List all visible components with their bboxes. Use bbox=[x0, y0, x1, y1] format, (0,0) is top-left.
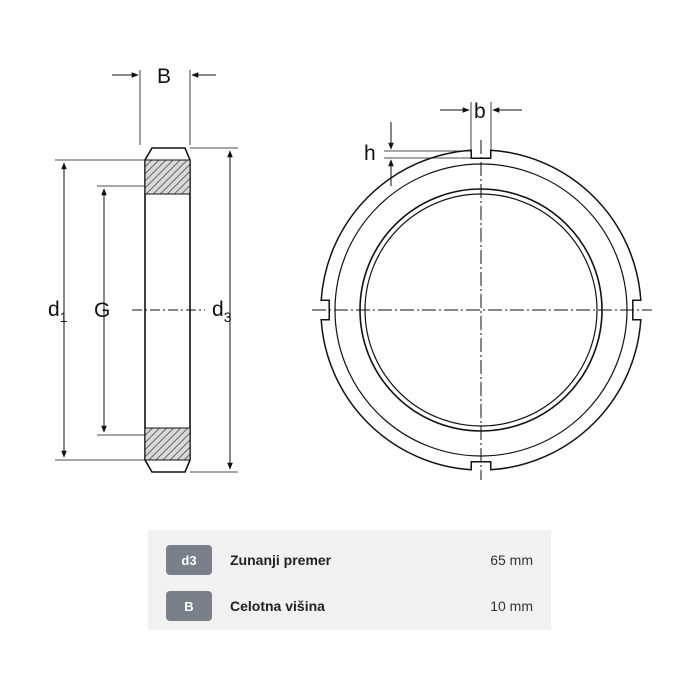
label-h: h bbox=[364, 142, 376, 165]
label-b: b bbox=[474, 100, 486, 123]
front-view bbox=[312, 102, 652, 480]
thread-hatch-top bbox=[144, 159, 191, 195]
thread-hatch-bottom bbox=[144, 427, 191, 461]
side-section-view bbox=[55, 70, 238, 473]
spec-code-badge: B bbox=[166, 591, 212, 621]
spec-row-total-height: B Celotna višina 10 mm bbox=[166, 586, 533, 626]
spec-row-outer-diameter: d3 Zunanji premer 65 mm bbox=[166, 540, 533, 580]
label-B: B bbox=[157, 65, 171, 88]
outer-ring-with-slots bbox=[320, 149, 642, 471]
spec-code-badge: d3 bbox=[166, 545, 212, 575]
nut-section-outline bbox=[144, 147, 191, 473]
spec-label: Zunanji premer bbox=[230, 552, 332, 568]
label-d1: d1 bbox=[48, 298, 68, 325]
label-G: G bbox=[94, 299, 110, 322]
spec-panel: d3 Zunanji premer 65 mm B Celotna višina… bbox=[148, 530, 551, 630]
spec-value: 65 mm bbox=[490, 552, 533, 568]
label-d3: d3 bbox=[212, 298, 232, 325]
spec-label: Celotna višina bbox=[230, 598, 325, 614]
lock-nut-technical-drawing: B G d1 d3 b h bbox=[48, 65, 652, 480]
spec-value: 10 mm bbox=[490, 598, 533, 614]
